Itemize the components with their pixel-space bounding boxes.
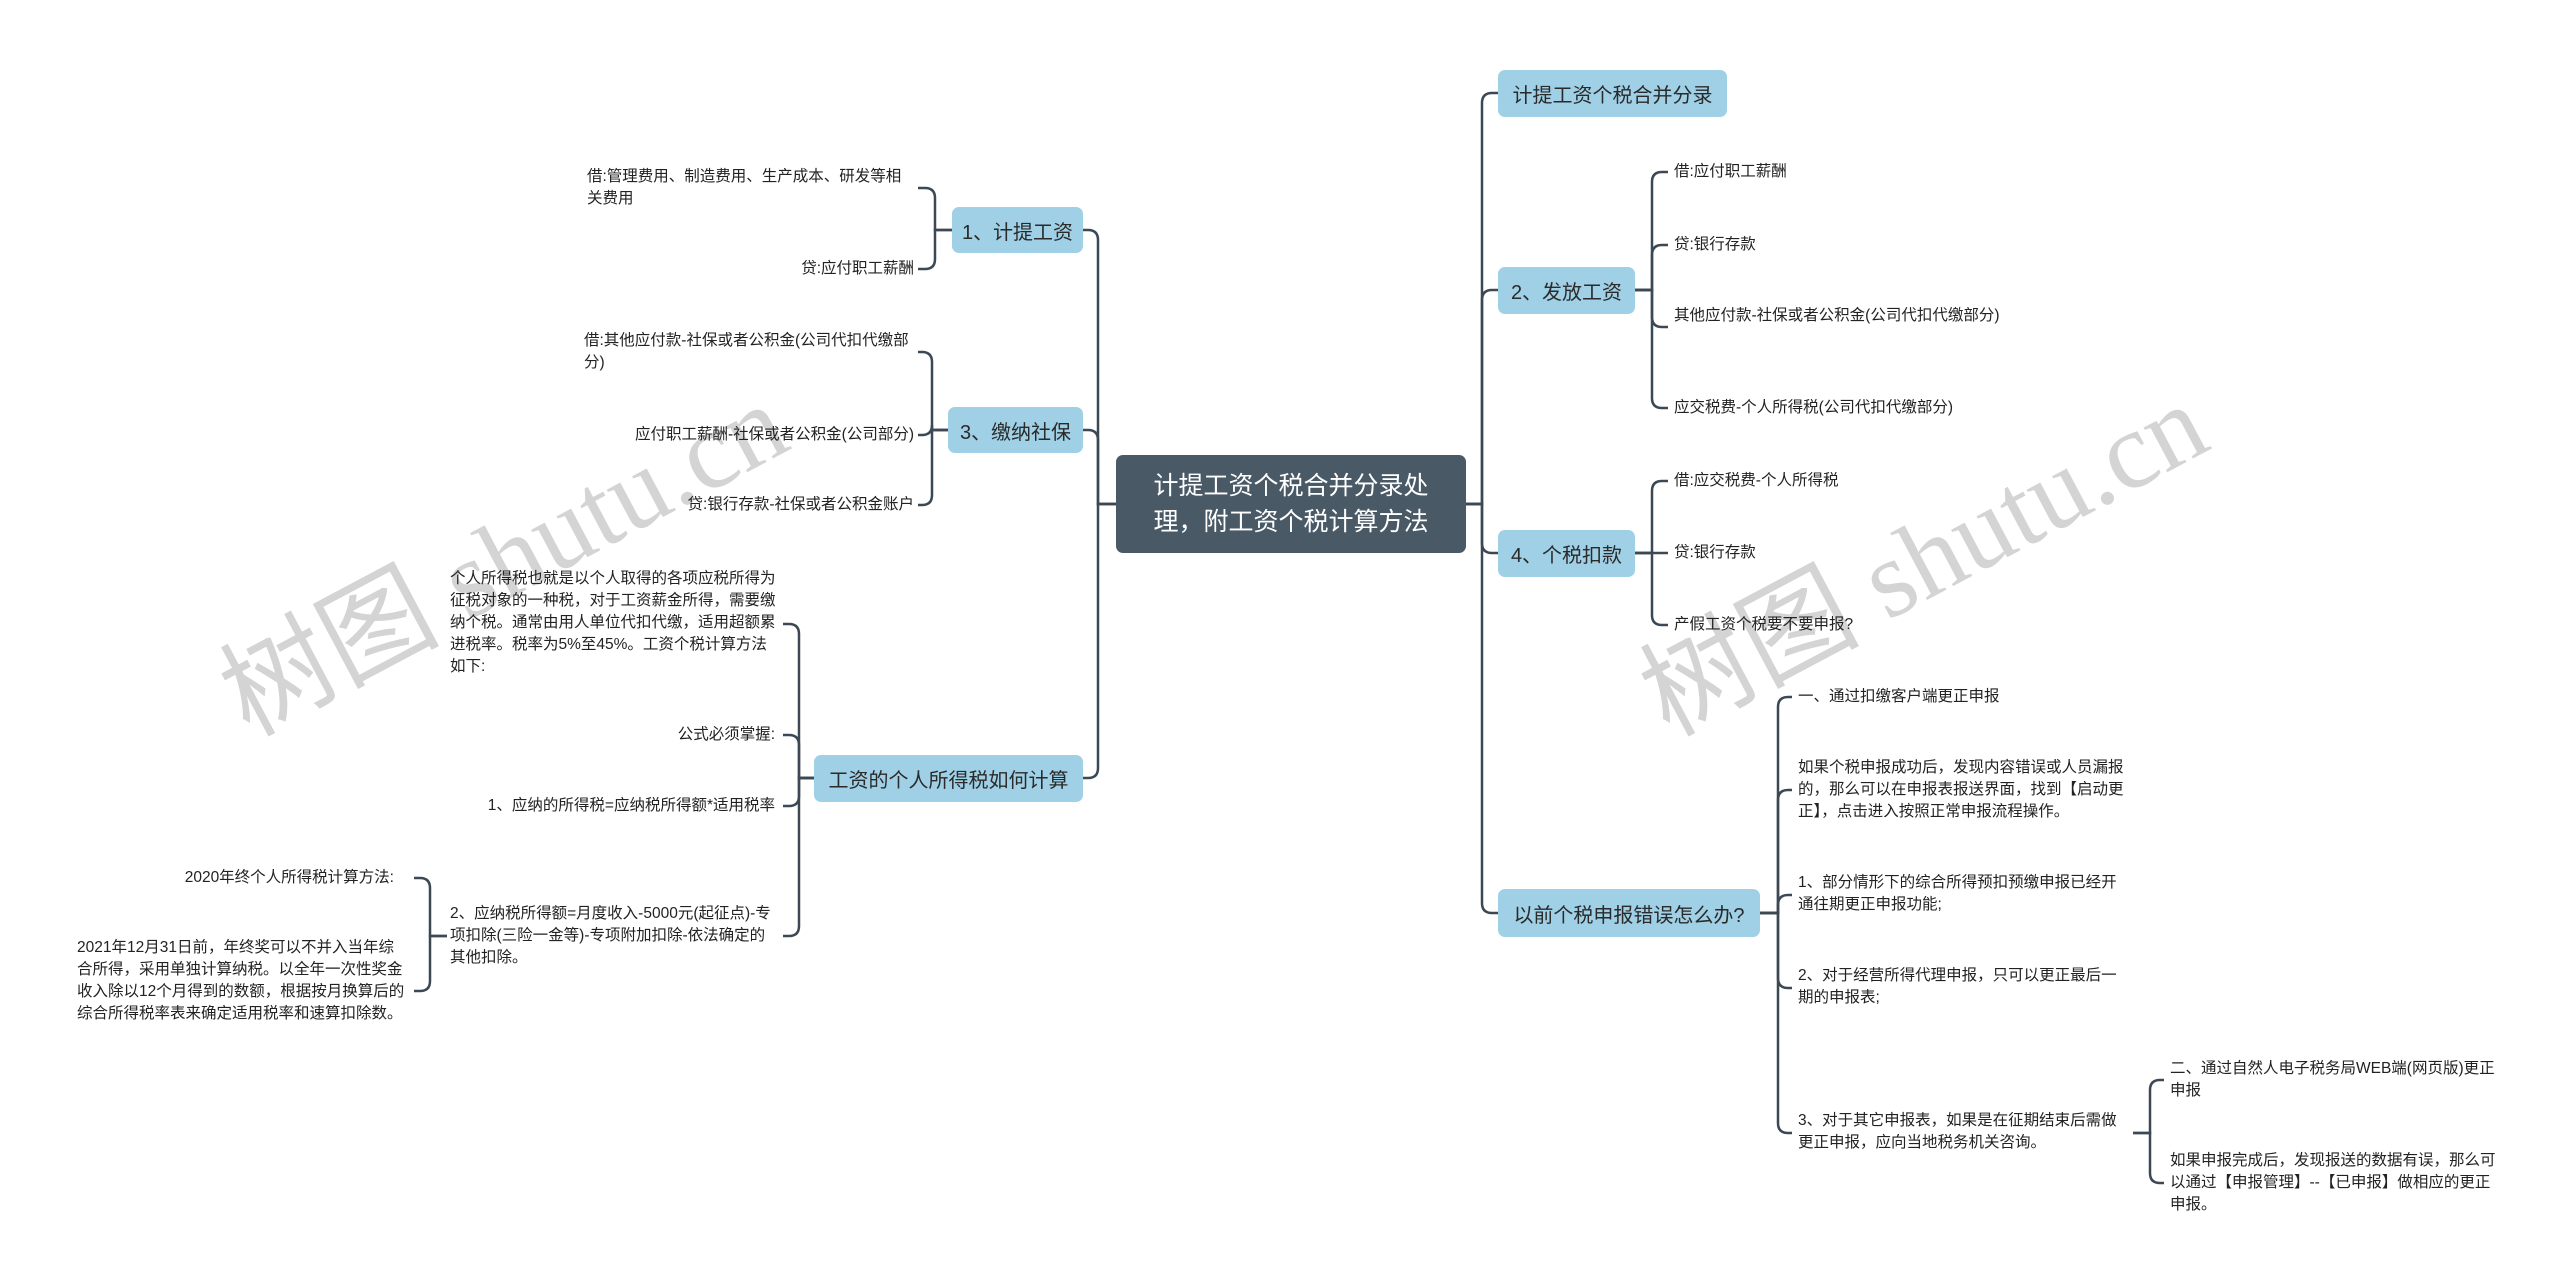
connector-line (918, 228, 952, 271)
leaf-text: 如果个税申报成功后，发现内容错误或人员漏报的，那么可以在申报表报送界面，找到【启… (1798, 759, 2124, 820)
connector-line (1760, 911, 1792, 990)
central-topic[interactable]: 计提工资个税合并分录处理，附工资个税计算方法 (1116, 455, 1466, 553)
leaf-text: 2、应纳税所得额=月度收入-5000元(起征点)-专项扣除(三险一金等)-专项附… (450, 905, 771, 966)
topic-tax-filing-error[interactable]: 以前个税申报错误怎么办? (1498, 889, 1760, 937)
leaf-text: 2021年12月31日前，年终奖可以不并入当年综合所得，采用单独计算纳税。以全年… (77, 939, 405, 1022)
topic-income-tax-calc[interactable]: 工资的个人所得税如何计算 (814, 755, 1083, 802)
connector-line (918, 424, 948, 437)
connector-line (918, 350, 948, 432)
connector-line (1083, 228, 1116, 506)
connector-line (1760, 893, 1792, 915)
central-topic-line: 计提工资个税合并分录处 (1153, 472, 1429, 500)
leaf-text: 产假工资个税要不要申报? (1674, 616, 1854, 633)
leaf-text: 贷:银行存款-社保或者公积金账户 (687, 496, 914, 513)
connector-line (2133, 1078, 2164, 1135)
connector-line (1635, 551, 1668, 627)
leaf-text: 贷:银行存款 (1674, 544, 1756, 561)
connector-line (1083, 428, 1116, 506)
leaf-text: 公式必须掌握: (677, 726, 775, 743)
leaf-text: 1、应纳的所得税=应纳税所得额*适用税率 (487, 797, 775, 814)
leaf-text: 贷:银行存款 (1674, 236, 1756, 253)
leaf-text: 1、部分情形下的综合所得预扣预缴申报已经开通往期更正申报功能; (1798, 874, 2117, 913)
leaf-text: 其他应付款-社保或者公积金(公司代扣代缴部分) (1674, 307, 2000, 324)
connector-line (1083, 502, 1116, 780)
topic-social-security[interactable]: 3、缴纳社保 (948, 407, 1083, 453)
connector-line (1760, 788, 1792, 915)
leaf-text: 个人所得税也就是以个人取得的各项应税所得为征税对象的一种税，对于工资薪金所得，需… (450, 570, 776, 675)
connector-line (1760, 695, 1792, 915)
leaf-text: 二、通过自然人电子税务局WEB端(网页版)更正申报 (2170, 1060, 2495, 1099)
connector-line (1635, 243, 1668, 292)
topic-tax-deduction[interactable]: 4、个税扣款 (1498, 530, 1635, 577)
connector-line (783, 776, 814, 938)
connector-line (414, 876, 447, 938)
connector-line (918, 186, 952, 232)
leaf-text: 应付职工薪酬-社保或者公积金(公司部分) (635, 426, 914, 443)
topic-pay-salary[interactable]: 2、发放工资 (1498, 267, 1635, 314)
leaf-text: 3、对于其它申报表，如果是在征期结束后需做更正申报，应向当地税务机关咨询。 (1798, 1112, 2117, 1151)
connector-line (783, 622, 814, 780)
connector-line (2133, 1131, 2164, 1185)
leaf-text: 借:应交税费-个人所得税 (1674, 472, 1839, 489)
topic-journal-entry[interactable]: 计提工资个税合并分录 (1498, 70, 1727, 117)
connector-line (1466, 288, 1498, 506)
connector-line (1466, 91, 1498, 506)
connector-line (1635, 479, 1668, 555)
connector-line (1635, 288, 1668, 410)
topic-accrue-salary[interactable]: 1、计提工资 (952, 207, 1083, 253)
leaf-text: 借:管理费用、制造费用、生产成本、研发等相关费用 (587, 168, 902, 207)
leaf-text: 借:应付职工薪酬 (1674, 163, 1787, 180)
connector-line (1760, 911, 1792, 1135)
leaf-text: 2020年终个人所得税计算方法: (184, 869, 394, 886)
leaf-text: 借:其他应付款-社保或者公积金(公司代扣代缴部分) (584, 332, 909, 371)
connector-line (414, 934, 447, 993)
leaf-text: 一、通过扣缴客户端更正申报 (1798, 688, 2000, 705)
leaf-text: 应交税费-个人所得税(公司代扣代缴部分) (1674, 399, 1953, 416)
connector-line (783, 733, 814, 780)
central-topic-line: 理，附工资个税计算方法 (1153, 508, 1429, 536)
leaf-text: 如果申报完成后，发现报送的数据有误，那么可以通过【申报管理】--【已申报】做相应… (2170, 1152, 2496, 1213)
connector-line (918, 428, 948, 507)
leaf-text: 贷:应付职工薪酬 (801, 260, 914, 277)
connector-line (1635, 170, 1668, 292)
connector-line (1466, 502, 1498, 915)
leaf-text: 2、对于经营所得代理申报，只可以更正最后一期的申报表; (1798, 967, 2117, 1006)
